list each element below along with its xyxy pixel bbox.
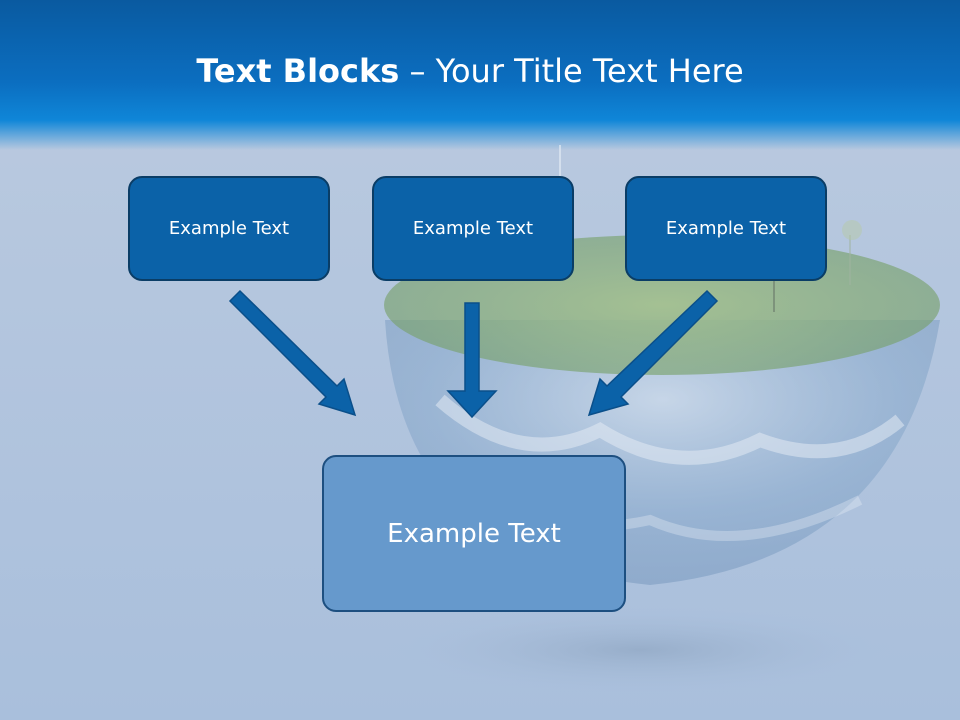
bottom-block[interactable]: Example Text [322,455,626,612]
arrow-left [228,289,357,417]
title-rest: – Your Title Text Here [399,52,744,90]
slide-title: Text Blocks – Your Title Text Here [0,52,940,90]
top-block-3-label: Example Text [665,218,787,239]
title-bold: Text Blocks [196,52,400,90]
arrow-right [587,289,719,417]
top-block-2[interactable]: Example Text [372,176,574,281]
top-block-1-label: Example Text [168,218,290,239]
top-block-2-label: Example Text [412,218,534,239]
arrow-center [446,302,498,419]
bottom-block-label: Example Text [387,518,561,549]
header-band [0,0,960,150]
top-block-1[interactable]: Example Text [128,176,330,281]
top-block-3[interactable]: Example Text [625,176,827,281]
